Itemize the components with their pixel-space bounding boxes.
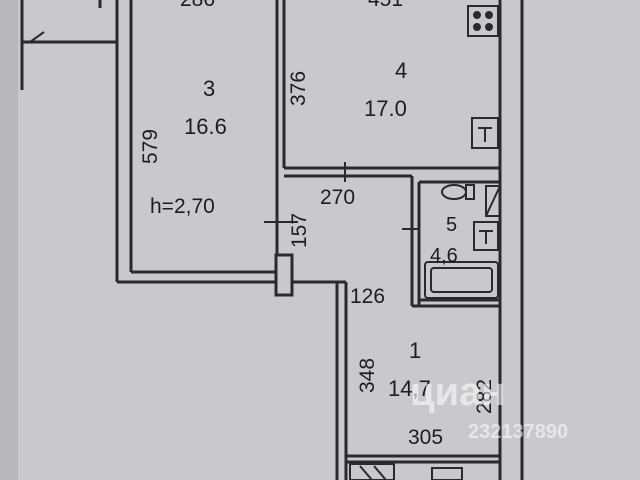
toilet-icon	[441, 184, 475, 200]
dim-room1-width: 305	[408, 426, 444, 449]
dim-room1-height: 348	[356, 357, 379, 393]
dim-room3-height: 579	[139, 128, 162, 164]
stove-icon	[467, 5, 499, 37]
dim-corridor-height: 157	[288, 212, 311, 248]
watermark-id: 232137890	[468, 421, 569, 443]
ceiling-height: h=2,70	[150, 195, 215, 218]
room4-number: 4	[395, 58, 408, 83]
room1-area: 14,7	[388, 376, 431, 401]
walls	[20, 0, 524, 480]
ventilation-shaft	[485, 185, 501, 217]
dim-top-right: 451	[368, 0, 403, 10]
dim-hall-width: 126	[350, 285, 386, 308]
room3-number: 3	[203, 76, 216, 101]
dim-room4-height: 376	[287, 70, 310, 106]
room4-area: 17.0	[364, 96, 407, 121]
room3-area: 16.6	[184, 114, 227, 139]
entrance-door	[349, 463, 463, 480]
room1-number: 1	[409, 338, 422, 363]
sink-icon	[471, 117, 499, 149]
dim-corridor-width: 270	[320, 186, 356, 209]
door-ticks	[29, 31, 420, 230]
bathtub-icon	[424, 261, 499, 299]
bath-sink-icon	[473, 221, 499, 251]
dim-top-left: 286	[180, 0, 215, 10]
paper-edge-shadow	[0, 0, 18, 480]
column-block	[274, 253, 294, 297]
watermark-brand: циан	[410, 370, 506, 414]
room5-area: 4,6	[430, 245, 458, 267]
room5-number: 5	[446, 214, 458, 236]
